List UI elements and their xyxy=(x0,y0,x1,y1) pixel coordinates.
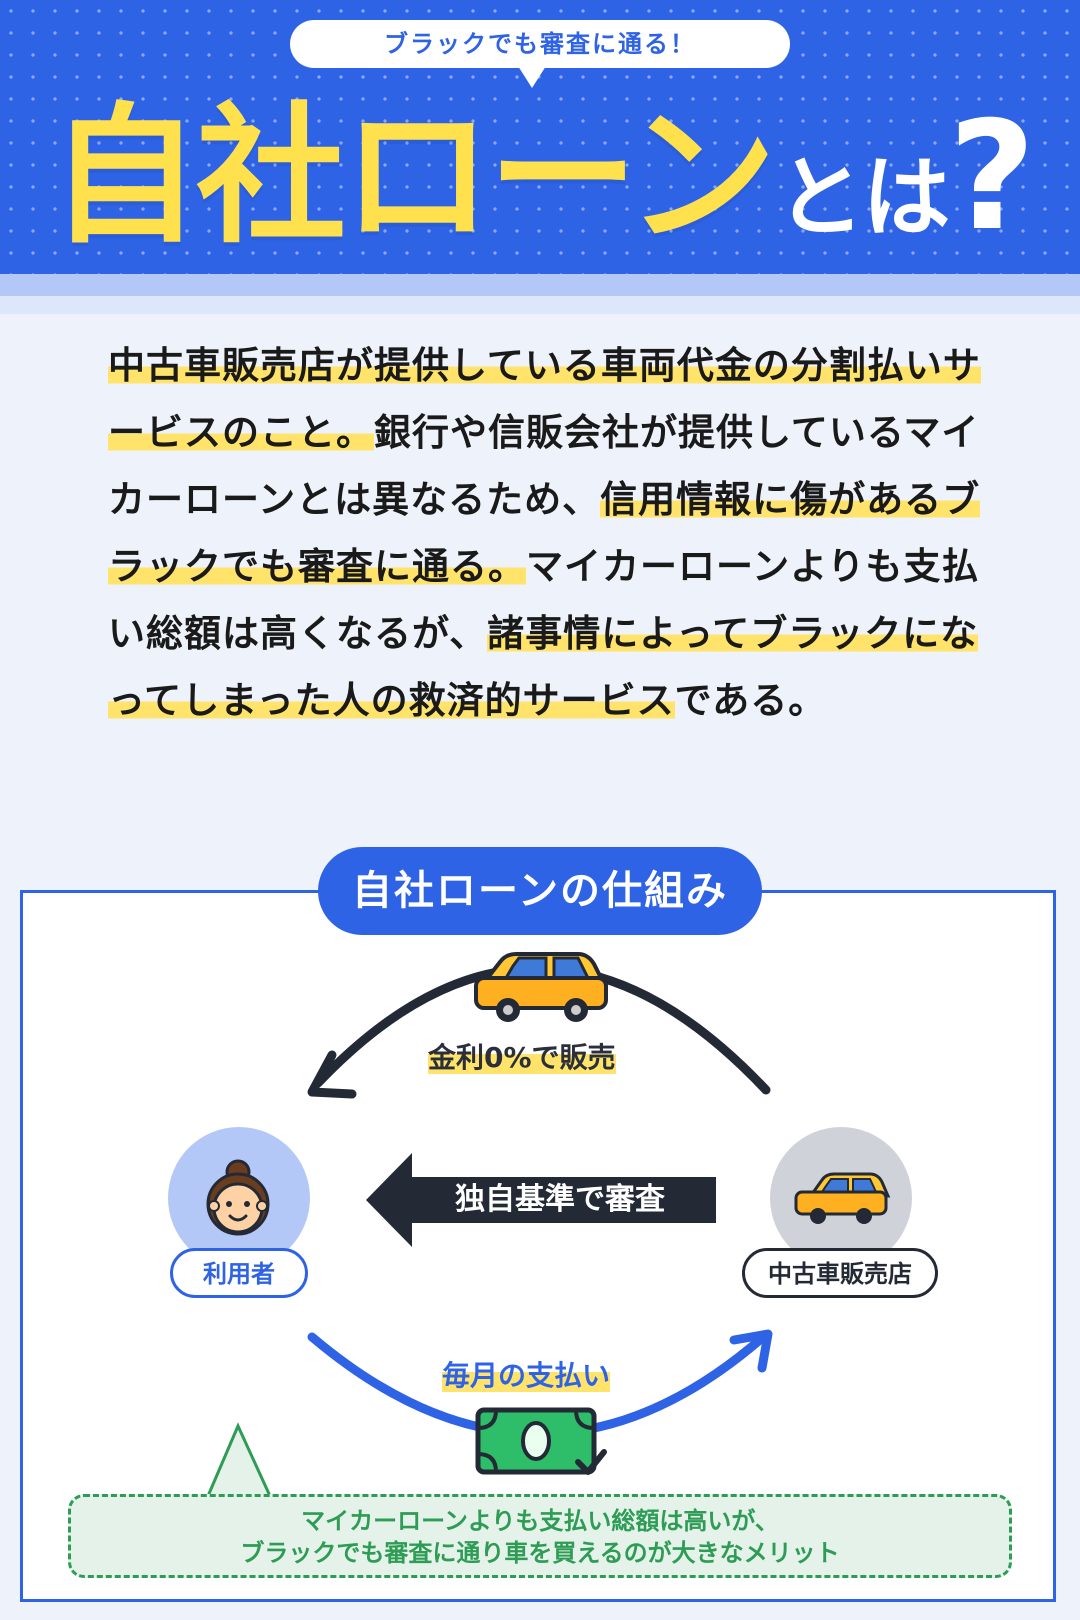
car-icon xyxy=(474,952,608,1022)
dealer-label: 中古車販売店 xyxy=(742,1248,938,1298)
intro-segment-6: である。 xyxy=(674,679,827,722)
header-band xyxy=(0,274,1080,296)
top-flow-label: 金利0%で販売 xyxy=(428,1036,616,1076)
page-title-main: 自社ローン xyxy=(50,90,777,264)
intro-paragraph: 中古車販売店が提供している車両代金の分割払いサービスのこと。銀行や信販会社が提供… xyxy=(108,332,988,734)
bottom-flow-label: 毎月の支払い xyxy=(442,1354,611,1394)
money-icon xyxy=(475,1407,607,1475)
page-title-question: ? xyxy=(948,90,1036,264)
top-flow-arrowhead xyxy=(307,1050,357,1099)
merit-note-line2: ブラックでも審査に通り車を買えるのが大きなメリット xyxy=(240,1539,840,1567)
intro-segment-4: マイカーローンよりも支払い総額は高くなるが、 xyxy=(108,545,980,655)
bottom-flow-arrowhead xyxy=(729,1329,773,1373)
page-title: 自社ローンとは? xyxy=(50,92,1036,262)
note-tail xyxy=(206,1422,272,1497)
merit-note-line1: マイカーローンよりも支払い総額は高いが、 xyxy=(301,1507,779,1535)
user-label: 利用者 xyxy=(170,1248,308,1298)
header-band-light xyxy=(0,296,1080,314)
middle-flow-arrow xyxy=(366,1153,716,1247)
middle-flow-label: 独自基準で審査 xyxy=(455,1182,665,1217)
header-pill-tail xyxy=(518,66,546,88)
merit-note: マイカーローンよりも支払い総額は高いが、 ブラックでも審査に通り車を買えるのが大… xyxy=(68,1494,1012,1578)
intro-segment-2: 銀行や信販会社が提供しているマイカーローンとは異なるため、 xyxy=(108,411,980,521)
mechanism-title: 自社ローンの仕組み xyxy=(318,847,762,935)
page-title-sub: とは xyxy=(776,146,951,249)
header-pill: ブラックでも審査に通る！ xyxy=(290,20,790,68)
